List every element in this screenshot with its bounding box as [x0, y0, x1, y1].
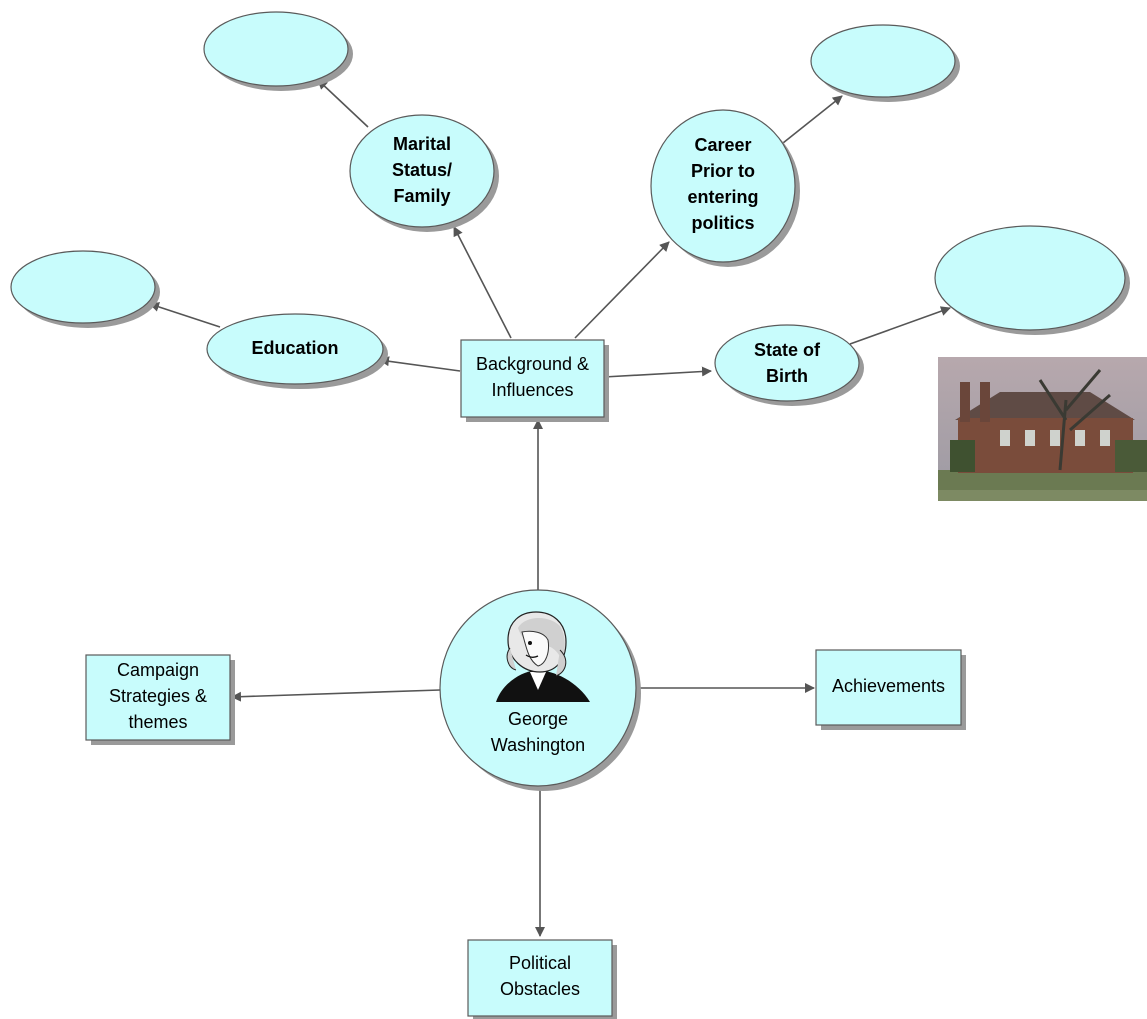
marital-label: Marital Status/ Family — [350, 131, 494, 209]
education-label: Education — [207, 335, 383, 361]
achievements-box[interactable] — [815, 649, 962, 726]
blank-oval-right[interactable] — [934, 225, 1126, 331]
connector-background-to-education — [379, 356, 461, 372]
colonial-house-photo — [938, 357, 1147, 501]
connector-state-to-blank — [849, 306, 951, 345]
connector-career-to-blank — [782, 95, 843, 144]
campaign-label-line1: Campaign — [116, 660, 200, 680]
topic-boxes — [85, 339, 966, 1019]
central-label: George Washington — [458, 706, 618, 758]
campaign-box-label: Campaign Strategies & themes — [86, 657, 230, 735]
career-label: Career Prior to entering politics — [651, 132, 795, 236]
education-label-line1: Education — [251, 338, 339, 358]
state-label: State of Birth — [715, 337, 859, 389]
marital-status-oval[interactable] — [349, 114, 495, 228]
obstacles-box[interactable] — [467, 939, 613, 1017]
obstacles-label-line1: Political — [508, 953, 572, 973]
career-label-line2: Prior to — [690, 161, 755, 181]
connector-background-to-marital — [453, 226, 512, 339]
education-oval[interactable] — [206, 313, 384, 385]
connectors — [149, 79, 951, 937]
background-box[interactable] — [460, 339, 605, 418]
marital-label-line3: Family — [393, 186, 451, 206]
campaign-label-line2: Strategies & — [108, 686, 208, 706]
background-label-line1: Background & — [475, 354, 590, 374]
state-label-line1: State of — [753, 340, 820, 360]
connector-background-to-career — [574, 241, 670, 339]
blank-oval-top-left[interactable] — [203, 11, 349, 87]
career-label-line1: Career — [694, 135, 752, 155]
achievements-box-label: Achievements — [816, 673, 961, 699]
campaign-label-line3: themes — [128, 712, 188, 732]
connector-background-to-state — [603, 366, 712, 378]
marital-label-line2: Status/ — [391, 160, 452, 180]
career-oval[interactable] — [650, 109, 796, 263]
central-label-line2: Washington — [490, 735, 586, 755]
obstacles-label-line2: Obstacles — [499, 979, 581, 999]
connector-center-to-campaign — [231, 689, 441, 702]
george-washington-portrait-icon — [496, 611, 590, 702]
connector-marital-to-blank — [317, 79, 369, 128]
blank-oval-top-right[interactable] — [810, 24, 956, 98]
background-box-label: Background & Influences — [461, 351, 604, 403]
topic-ovals — [206, 109, 864, 406]
connector-education-to-blank — [149, 302, 221, 328]
background-label-line2: Influences — [491, 380, 574, 400]
blank-ovals — [10, 11, 1130, 335]
campaign-box[interactable] — [85, 654, 231, 741]
career-label-line4: politics — [691, 213, 755, 233]
achievements-label-line1: Achievements — [831, 676, 946, 696]
central-label-line1: George — [507, 709, 569, 729]
blank-oval-left[interactable] — [10, 250, 156, 324]
state-label-line2: Birth — [766, 366, 808, 386]
state-of-birth-oval[interactable] — [714, 324, 860, 402]
obstacles-box-label: Political Obstacles — [468, 950, 612, 1002]
career-label-line3: entering — [687, 187, 759, 207]
marital-label-line1: Marital — [392, 134, 452, 154]
